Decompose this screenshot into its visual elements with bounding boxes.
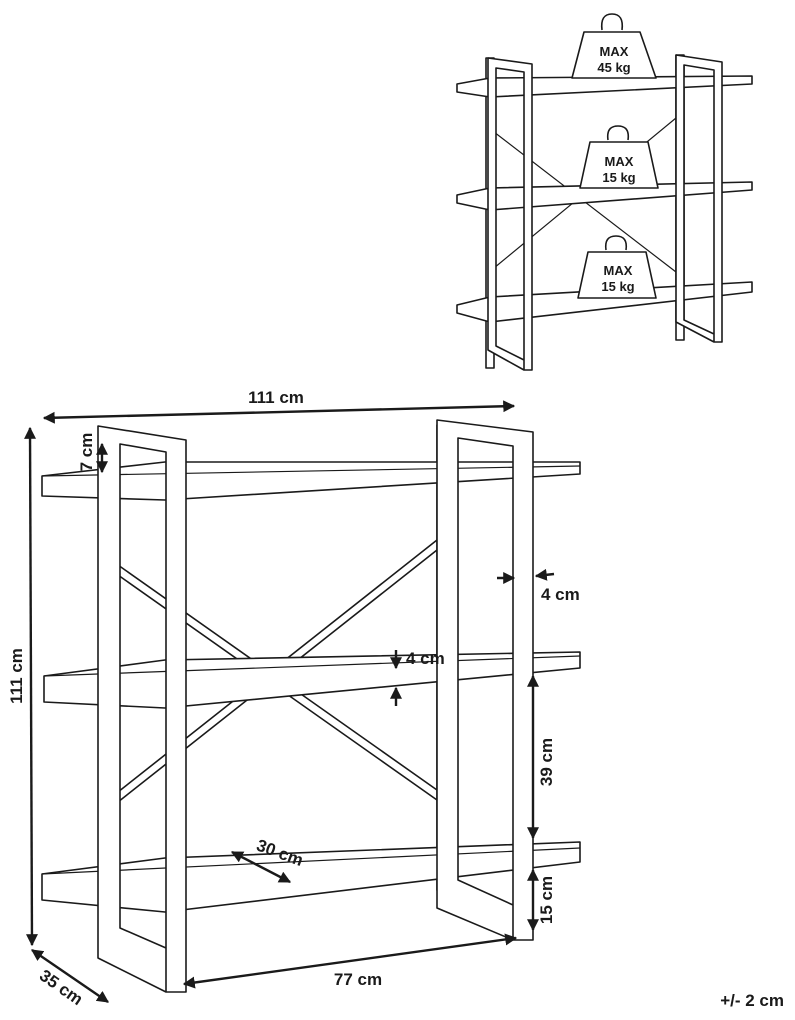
shelf-spacing-label: 39 cm: [537, 738, 556, 786]
svg-text:MAX: MAX: [605, 154, 634, 169]
small-shelf-illustration: MAX 45 kg MAX 15 kg MAX 15 kg: [456, 13, 753, 371]
front-left-frame: [97, 425, 187, 993]
shelf-thickness-label: 4 cm: [406, 649, 445, 668]
weight-bottom: MAX 15 kg: [577, 235, 657, 299]
width-label: 111 cm: [248, 388, 304, 407]
large-shelf-drawing: [41, 419, 581, 993]
weight-middle: MAX 15 kg: [579, 125, 659, 189]
weight-top: MAX 45 kg: [571, 13, 657, 79]
inner-width-label: 77 cm: [334, 970, 382, 989]
svg-text:15 kg: 15 kg: [602, 170, 635, 185]
tolerance-label: +/- 2 cm: [720, 991, 784, 1010]
height-label: 111 cm: [7, 648, 26, 704]
svg-text:MAX: MAX: [600, 44, 629, 59]
bottom-clearance-label: 15 cm: [537, 876, 556, 924]
middle-shelf: [43, 651, 581, 709]
top-offset-label: 7 cm: [77, 433, 96, 472]
svg-text:MAX: MAX: [604, 263, 633, 278]
svg-text:45 kg: 45 kg: [597, 60, 630, 75]
base-depth-label: 35 cm: [36, 966, 86, 1009]
top-shelf: [41, 461, 581, 501]
frame-thickness-label: 4 cm: [541, 585, 580, 604]
svg-text:15 kg: 15 kg: [601, 279, 634, 294]
